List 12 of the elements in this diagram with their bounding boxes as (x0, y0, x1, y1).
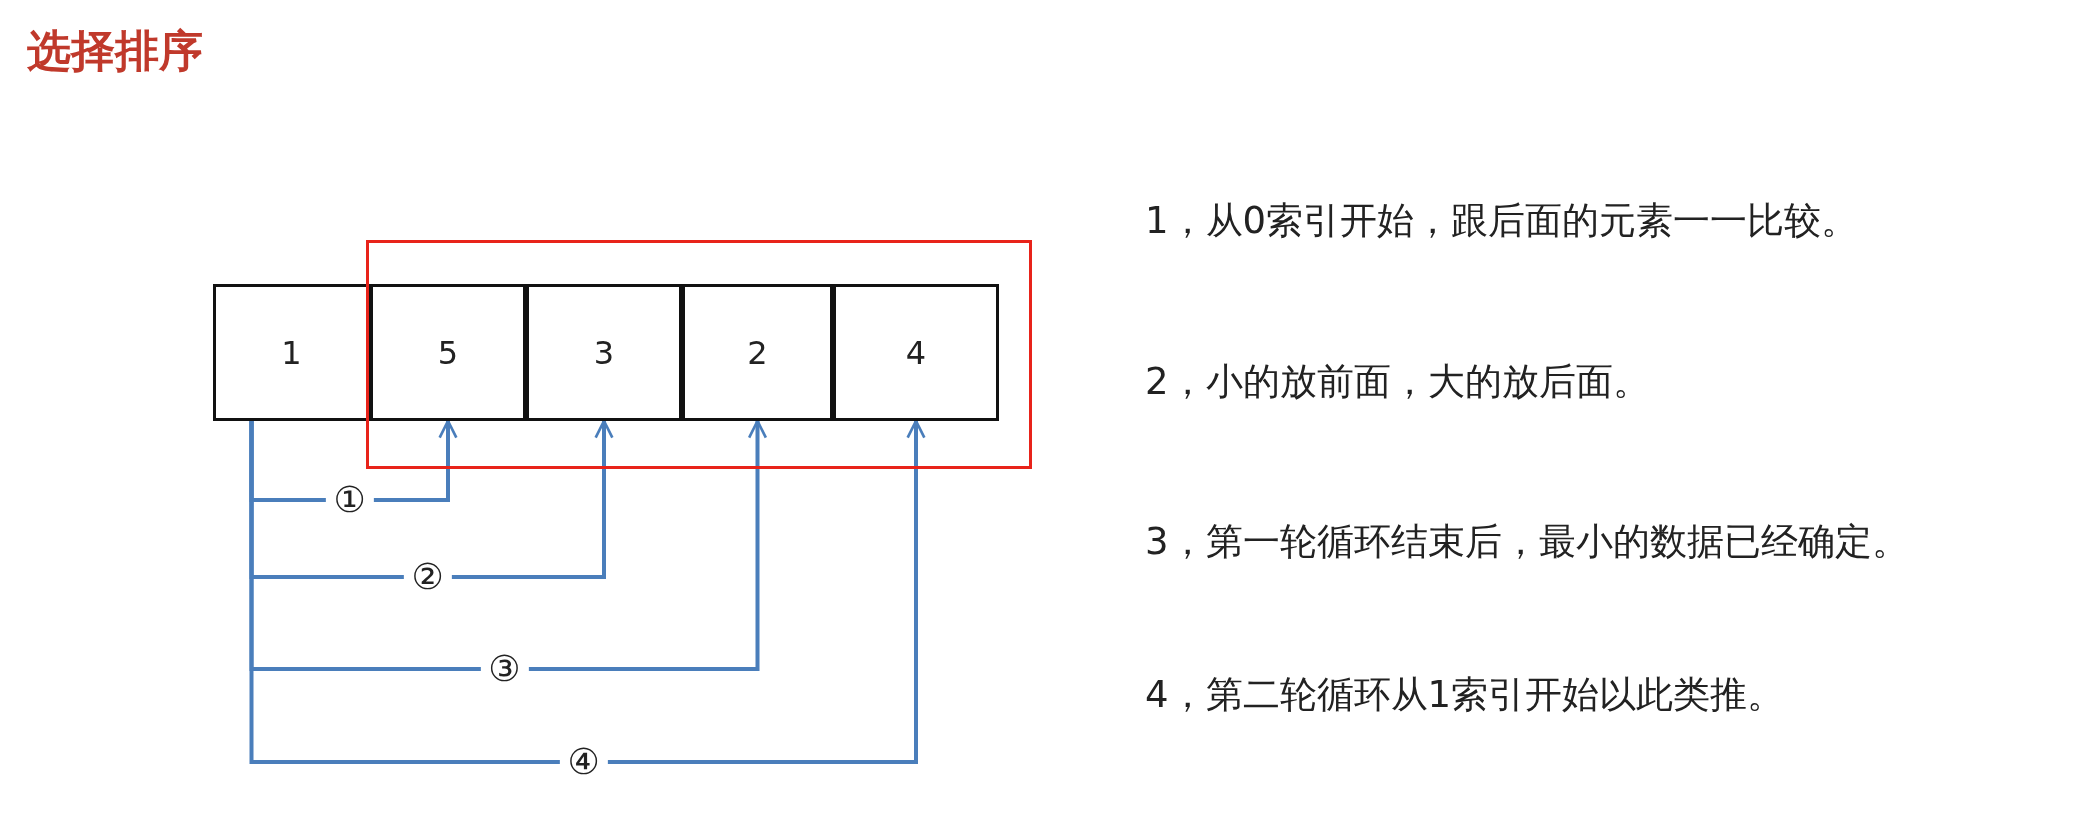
note-text: 4，第二轮循环从1索引开始以此类推。 (1145, 672, 1785, 718)
note-text: 1，从0索引开始，跟后面的元素一一比较。 (1145, 198, 1859, 244)
title: 选择排序 (27, 24, 203, 78)
array-cell: 3 (526, 284, 682, 421)
note-text: 3，第一轮循环结束后，最小的数据已经确定。 (1145, 519, 1909, 565)
highlight-frame (366, 240, 1032, 469)
array-cell: 5 (370, 284, 526, 421)
array-cell: 1 (213, 284, 370, 421)
array-cell: 4 (833, 284, 999, 421)
note-text: 2，小的放前面，大的放后面。 (1145, 359, 1650, 405)
array-cell: 2 (682, 284, 833, 421)
arrow (249, 419, 926, 764)
